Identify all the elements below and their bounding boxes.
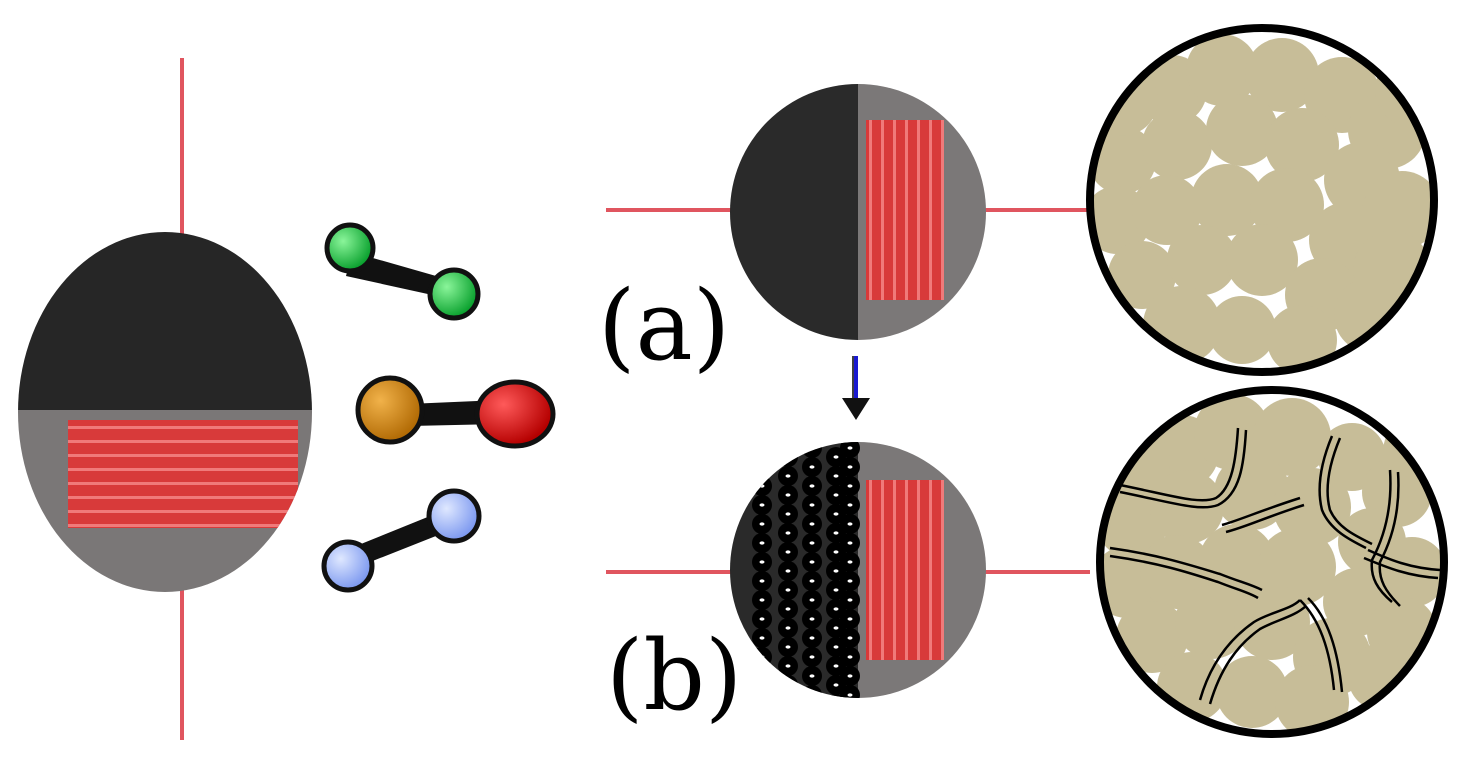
grain (1167, 225, 1237, 295)
grain (1253, 398, 1331, 476)
large-sensor-icon (18, 58, 312, 740)
adsorbed-particle (802, 685, 822, 698)
panel-label-a: (a) (598, 270, 731, 382)
adsorbed-particle (778, 694, 798, 698)
grain (1191, 164, 1263, 236)
panel-label-b: (b) (606, 620, 743, 732)
grain (1377, 537, 1444, 607)
adsorbed-particle (778, 675, 798, 695)
grain (1194, 394, 1270, 470)
adsorbed-particle (778, 447, 798, 467)
molecule-icon (355, 375, 556, 449)
grain (1216, 656, 1288, 728)
adsorbed-particle (752, 685, 772, 698)
adsorbed-particle (752, 647, 772, 667)
grain (1267, 305, 1337, 372)
grain (1090, 126, 1156, 194)
adsorbed-particle (752, 666, 772, 686)
adsorbed-particle (752, 457, 772, 477)
grain (1334, 277, 1410, 353)
molecule-icon (324, 222, 481, 321)
molecule-icon (321, 488, 482, 593)
grain (1226, 224, 1298, 296)
grain (1186, 34, 1258, 106)
adsorbed-particle (752, 442, 772, 458)
grain-microstructure-icon (1086, 24, 1438, 376)
grain (1142, 110, 1212, 180)
grain (1175, 585, 1249, 659)
down-arrow-icon (842, 356, 870, 420)
grain (1348, 643, 1416, 711)
grain (1116, 601, 1188, 673)
grain-microstructure-icon (1096, 386, 1448, 738)
grain (1265, 108, 1339, 182)
grain (1250, 168, 1324, 242)
adsorbed-particle (802, 442, 822, 458)
grain (1208, 296, 1276, 364)
grain (1245, 38, 1319, 112)
grain (1132, 175, 1202, 245)
grain (1108, 241, 1176, 309)
grain (1206, 94, 1278, 166)
